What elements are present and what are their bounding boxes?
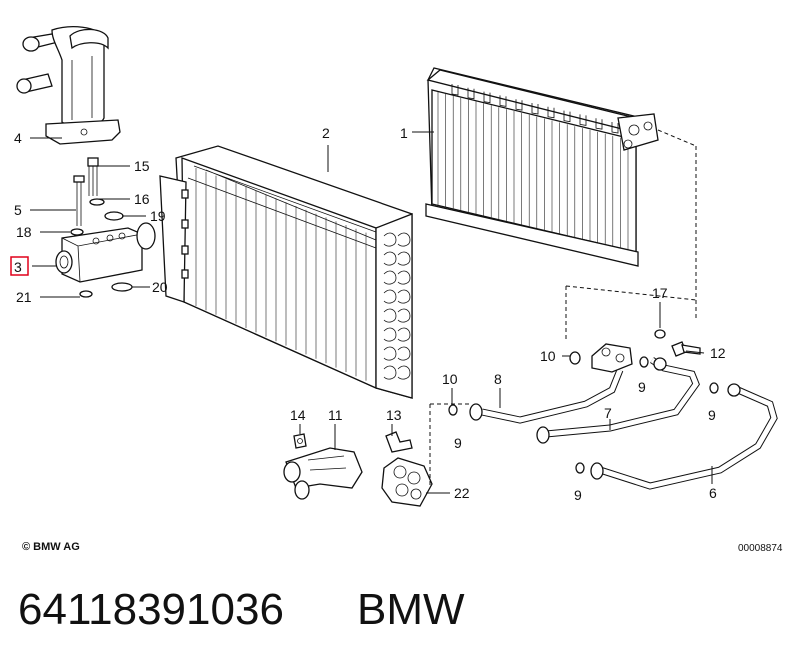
- callout-c20: 20: [152, 279, 168, 295]
- callout-c3: 3: [14, 259, 22, 275]
- part-number: 64118391036: [18, 585, 284, 634]
- bolt-part: [73, 157, 99, 226]
- callout-c22: 22: [454, 485, 470, 501]
- expansion-valve-part: [55, 222, 156, 283]
- callout-c21: 21: [16, 289, 32, 305]
- o-ring-part: [448, 404, 458, 416]
- o-ring-part: [709, 382, 719, 394]
- o-ring-part: [569, 351, 581, 365]
- heater-valve-part: [16, 26, 121, 145]
- leader-lines: [30, 129, 713, 494]
- callout-c9b: 9: [638, 379, 646, 395]
- callout-c14: 14: [290, 407, 306, 423]
- callout-c10a: 10: [442, 371, 458, 387]
- callout-c10b: 10: [540, 348, 556, 364]
- ac-pipes-part: [469, 343, 778, 490]
- o-ring-part: [639, 356, 649, 368]
- callout-c9a: 9: [454, 435, 462, 451]
- o-ring-part: [79, 290, 93, 298]
- brand-name: BMW: [357, 585, 465, 634]
- callout-c13: 13: [386, 407, 402, 423]
- o-ring-part: [111, 282, 133, 292]
- gasket-part: [381, 431, 433, 507]
- callout-c16: 16: [134, 191, 150, 207]
- bolt-part: [671, 341, 701, 357]
- callout-c11: 11: [328, 407, 343, 423]
- callout-c9d: 9: [574, 487, 582, 503]
- heater-core-part: [159, 145, 413, 399]
- callout-c18: 18: [16, 224, 32, 240]
- inlet-fitting-part: [283, 433, 363, 500]
- o-ring-part: [575, 462, 585, 474]
- document-number: 00008874: [738, 543, 783, 554]
- callout-c7: 7: [604, 405, 612, 421]
- evaporator-part: [425, 67, 659, 267]
- callout-c8: 8: [494, 371, 502, 387]
- highlight-box: [10, 256, 29, 276]
- callout-c5: 5: [14, 202, 22, 218]
- callout-c4: 4: [14, 130, 22, 146]
- washer-part: [654, 329, 666, 339]
- callout-c1: 1: [400, 125, 408, 141]
- callout-c2: 2: [322, 125, 330, 141]
- callout-c17: 17: [652, 285, 668, 301]
- callout-c19: 19: [150, 208, 166, 224]
- washer-part: [70, 198, 124, 236]
- copyright-label: © BMW AG: [22, 541, 80, 553]
- callout-c15: 15: [134, 158, 150, 174]
- callout-c9c: 9: [708, 407, 716, 423]
- callout-c12: 12: [710, 345, 726, 361]
- callout-c6: 6: [709, 485, 717, 501]
